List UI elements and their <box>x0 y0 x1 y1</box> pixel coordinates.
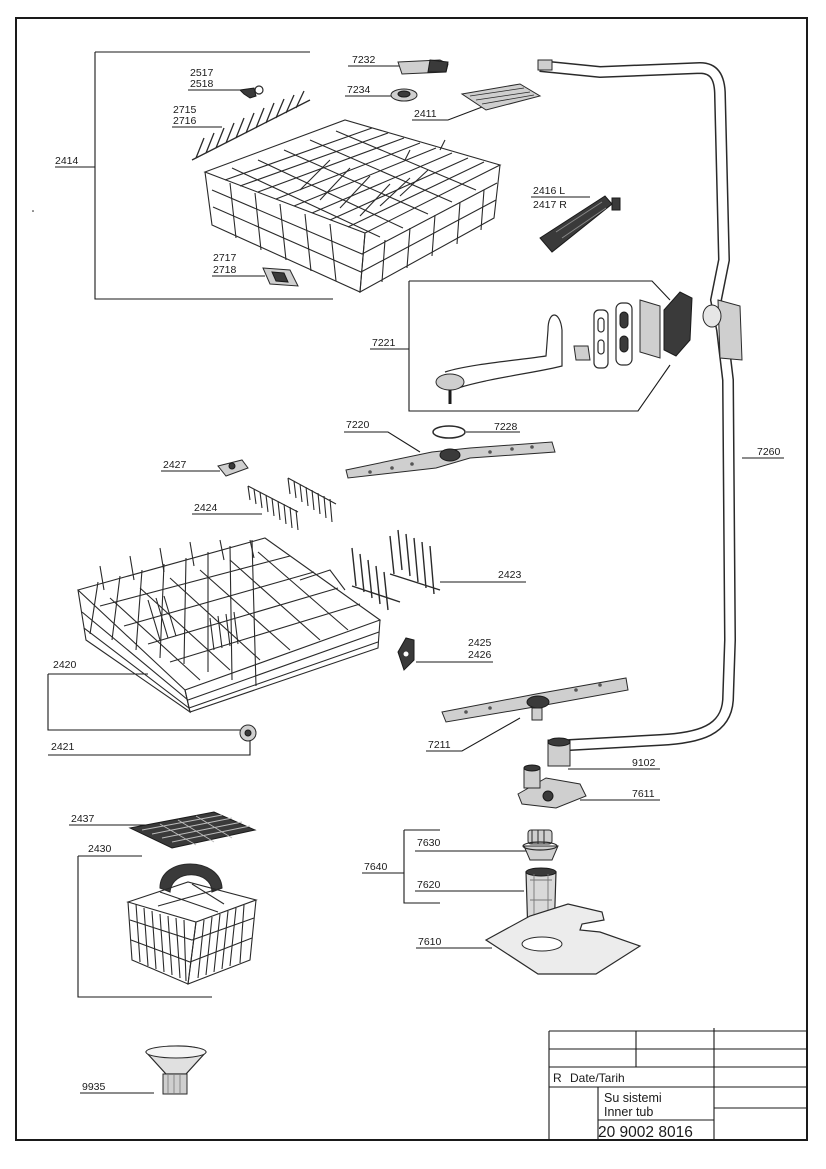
label-2517: 2517 <box>190 67 214 79</box>
label-2423: 2423 <box>498 569 522 581</box>
part-2424-tine-racks <box>247 477 337 531</box>
label-2420: 2420 <box>53 659 77 671</box>
label-7211: 7211 <box>428 739 451 751</box>
part-7611-pump-base <box>517 764 587 809</box>
upper-basket-group: 2414 2517 2518 2715 2716 <box>55 51 502 300</box>
label-2414: 2414 <box>55 155 79 167</box>
sheet-border <box>15 17 808 1141</box>
part-2416-rail <box>539 195 621 253</box>
label-7234: 7234 <box>347 84 371 96</box>
label-7630: 7630 <box>417 837 441 849</box>
part-lower-basket <box>76 537 382 714</box>
label-2421: 2421 <box>51 741 75 753</box>
label-2718: 2718 <box>213 264 237 276</box>
part-7221-feed-pipe <box>435 314 563 404</box>
label-7220: 7220 <box>346 419 370 431</box>
part-2427-clip <box>217 459 249 477</box>
label-7611: 7611 <box>632 788 655 800</box>
part-2717-clip <box>262 267 299 287</box>
part-2437-cutlery-grid <box>128 811 257 849</box>
revision-label: R <box>553 1071 562 1085</box>
label-2411: 2411 <box>414 108 437 120</box>
part-7211-spray-arm <box>441 677 629 723</box>
label-9102: 9102 <box>632 757 656 769</box>
label-7228: 7228 <box>494 421 518 433</box>
part-7221-seals <box>573 291 693 369</box>
label-2717: 2717 <box>213 252 237 264</box>
date-label: Date/Tarih <box>570 1071 625 1085</box>
part-7260-water-pipe <box>537 59 743 754</box>
label-2715: 2715 <box>173 104 197 116</box>
title-block: R Date/Tarih Su sistemi Inner tub 20 900… <box>548 1028 807 1141</box>
part-2715-tine-row <box>191 90 311 161</box>
part-2421-wheel <box>239 724 257 742</box>
part-7630-coarse-filter <box>522 829 559 861</box>
lower-basket-group: 2420 2421 <box>47 537 382 756</box>
label-7640: 7640 <box>364 861 388 873</box>
label-2417: 2417 R <box>533 199 567 211</box>
label-2424: 2424 <box>194 502 218 514</box>
label-7232: 7232 <box>352 54 376 66</box>
label-7610: 7610 <box>418 936 442 948</box>
stray-dot <box>32 210 34 212</box>
title-turkish: Su sistemi <box>604 1091 662 1105</box>
part-2423-tine-racks <box>351 529 441 611</box>
drawing-number: 20 9002 8016 <box>598 1124 693 1141</box>
label-2416: 2416 L <box>533 185 565 197</box>
label-7260: 7260 <box>757 446 781 458</box>
upper-spray-arm-detail-box: 7221 <box>370 280 693 412</box>
part-upper-basket <box>203 119 502 293</box>
label-2427: 2427 <box>163 459 187 471</box>
part-2517-hook <box>238 85 264 99</box>
part-7610-fine-filter-plate <box>484 903 642 975</box>
label-2437: 2437 <box>71 813 95 825</box>
label-2425: 2425 <box>468 637 492 649</box>
part-7234-bearing <box>390 88 418 102</box>
part-9935-funnel <box>145 1045 207 1095</box>
label-2430: 2430 <box>88 843 112 855</box>
label-2426: 2426 <box>468 649 492 661</box>
title-english: Inner tub <box>604 1105 653 1119</box>
part-2425-clip <box>397 637 415 671</box>
part-7232-holder <box>397 59 449 75</box>
label-9935: 9935 <box>82 1081 106 1093</box>
part-2411-tray <box>460 83 542 111</box>
part-7220-spray-arm <box>345 441 556 479</box>
part-9102-pipe-joint <box>547 737 571 767</box>
label-2518: 2518 <box>190 78 214 90</box>
part-2430-cutlery-basket <box>126 863 258 985</box>
part-7228-o-ring <box>432 425 466 439</box>
label-7620: 7620 <box>417 879 441 891</box>
label-2716: 2716 <box>173 115 197 127</box>
label-7221: 7221 <box>372 337 396 349</box>
